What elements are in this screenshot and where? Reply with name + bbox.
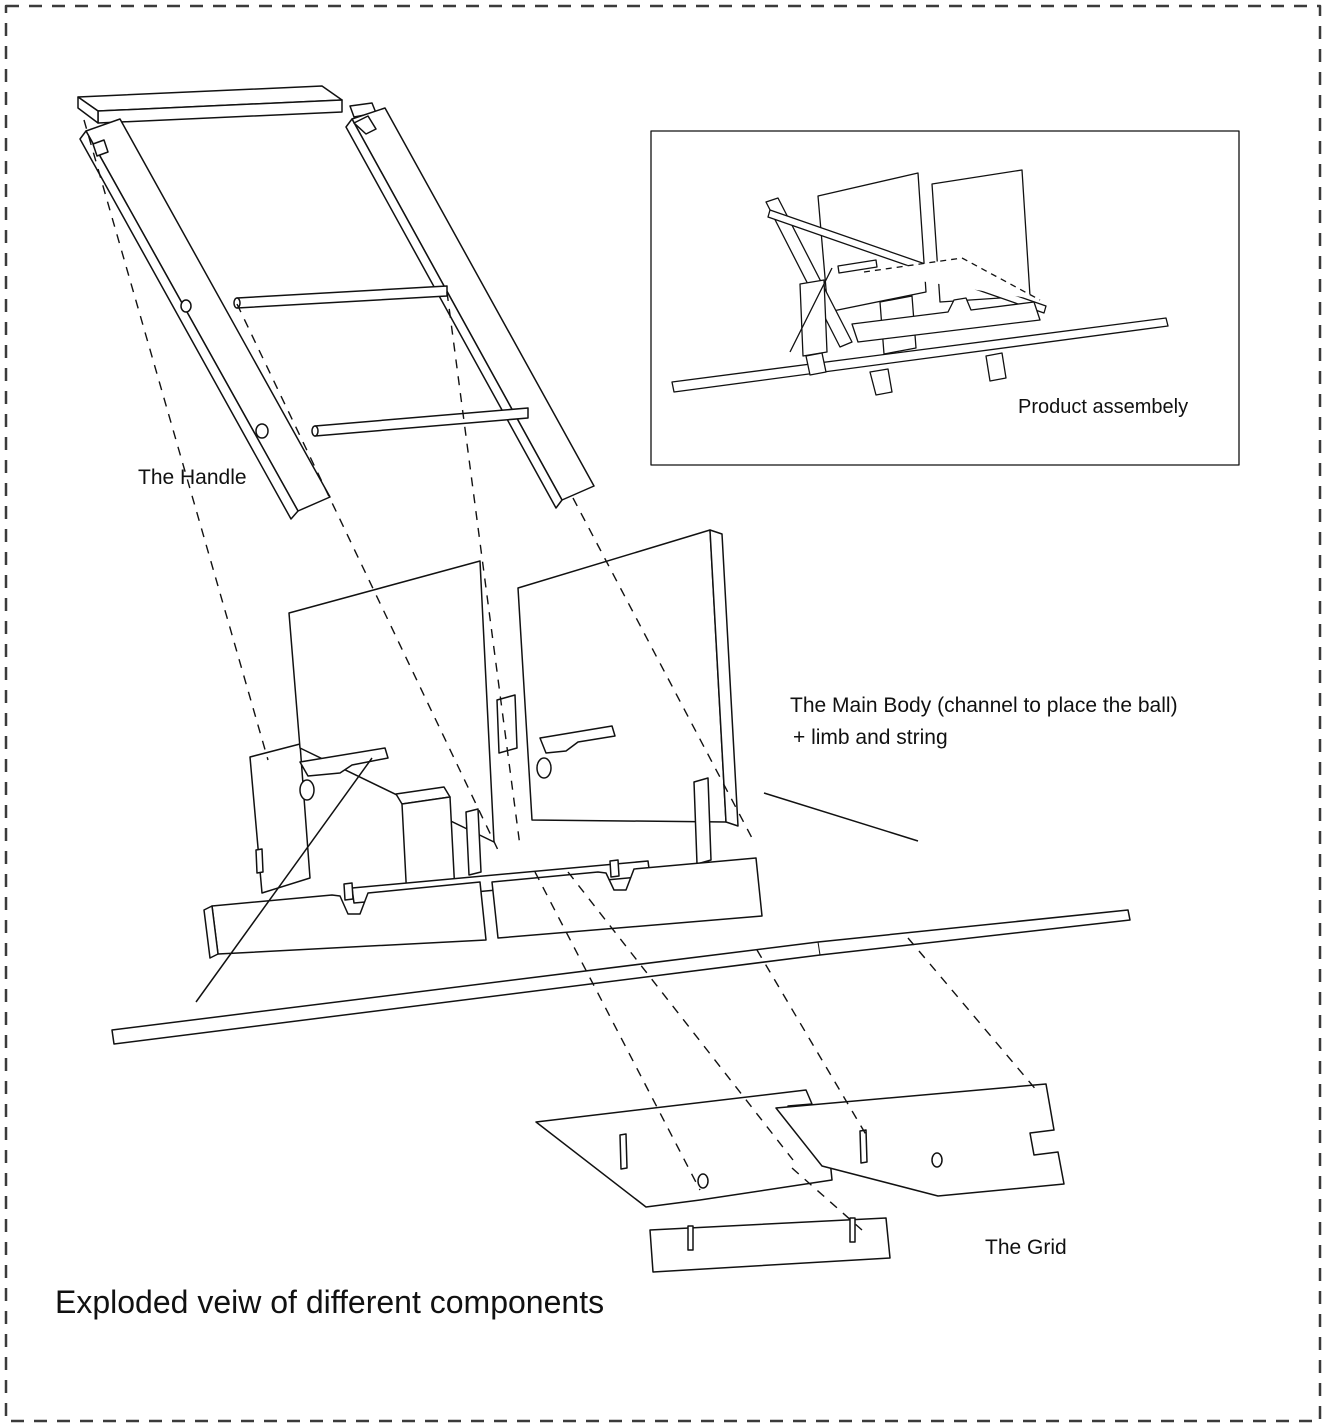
handle-rung-2-end	[311, 425, 319, 437]
inset-foot-left	[805, 352, 827, 376]
projection-line-7	[756, 949, 869, 1139]
projection-line-4	[572, 497, 753, 839]
mainbody-pointer-line	[763, 792, 919, 842]
mainbody-left-wall	[249, 743, 311, 894]
projection-line-1	[83, 119, 269, 761]
baseboard-drawing	[111, 909, 1131, 1045]
main-body-drawing	[195, 529, 919, 1003]
main-body-label-line1: The Main Body (channel to place the ball…	[790, 694, 1178, 717]
grid-cross-plate-slit-1	[687, 1225, 694, 1251]
mainbody-channel-left-tab	[343, 882, 354, 901]
projection-line-8	[907, 937, 1039, 1093]
handle-left-rail-side	[79, 130, 299, 520]
inset-stick	[837, 259, 878, 274]
handle-right-rail-notch	[353, 115, 377, 135]
mainbody-string-line	[195, 757, 373, 1003]
inset-line	[789, 267, 833, 353]
grid-drawing	[535, 1083, 1065, 1273]
inset-block-left	[799, 279, 828, 357]
caption-title: Exploded veiw of different components	[55, 1284, 605, 1320]
inset-string-dashed	[863, 257, 1041, 301]
mainbody-limb-left	[299, 747, 389, 777]
projection-line-5	[534, 871, 701, 1191]
grid-plate-right-hole	[931, 1152, 943, 1168]
handle-right-rail	[351, 107, 595, 501]
handle-drawing	[77, 85, 595, 520]
inset-foot-right	[985, 352, 1007, 382]
mainbody-post-right	[693, 777, 712, 865]
baseboard-seam	[817, 941, 821, 956]
grid-plate-left-slit	[619, 1133, 628, 1170]
mainbody-left-wall-slit	[255, 848, 264, 874]
product-assembly-inset	[650, 130, 1240, 466]
mainbody-right-panel-edge	[709, 529, 739, 827]
handle-rung-2	[314, 407, 529, 437]
main-body-label-line2: + limb and string	[793, 726, 948, 749]
grid-cross-plate	[649, 1217, 891, 1273]
page-border	[4, 4, 1322, 1423]
grid-cross-plate-slit-2	[849, 1217, 856, 1243]
grid-label: The Grid	[985, 1236, 1067, 1259]
handle-hole-1	[180, 299, 192, 313]
mainbody-limb-right	[539, 725, 616, 754]
inset-channel-plate	[851, 297, 1041, 343]
projection-lines	[83, 119, 1039, 1231]
mainbody-channel-right-tab	[609, 859, 620, 878]
handle-left-rail	[85, 118, 331, 512]
grid-plate-left-hole	[697, 1173, 709, 1189]
mainbody-ball-left	[299, 779, 315, 801]
grid-plate-right	[775, 1083, 1065, 1197]
mainbody-slot-tab	[496, 694, 518, 754]
mainbody-channel-plate-left	[211, 881, 487, 955]
grid-plate-right-slit	[859, 1129, 868, 1164]
handle-top-bar-endcap	[77, 96, 99, 124]
projection-line-3	[446, 291, 521, 847]
inset-board	[671, 317, 1169, 393]
mainbody-post-mid	[465, 808, 482, 876]
product-assembly-label: Product assembely	[1018, 396, 1189, 418]
handle-rung-1	[236, 285, 448, 309]
handle-rung-1-end	[233, 297, 241, 309]
mainbody-left-panel	[288, 560, 495, 843]
mainbody-right-panel	[517, 529, 727, 823]
handle-label: The Handle	[138, 466, 247, 489]
mainbody-channel-plate-left-end	[203, 905, 219, 959]
inset-left-panel	[817, 172, 927, 313]
handle-left-rail-notch	[92, 139, 109, 157]
handle-hole-2	[255, 423, 269, 439]
handle-right-rail-side	[345, 118, 563, 509]
inset-foot-mid	[869, 368, 893, 396]
mainbody-ball-right	[536, 757, 552, 779]
